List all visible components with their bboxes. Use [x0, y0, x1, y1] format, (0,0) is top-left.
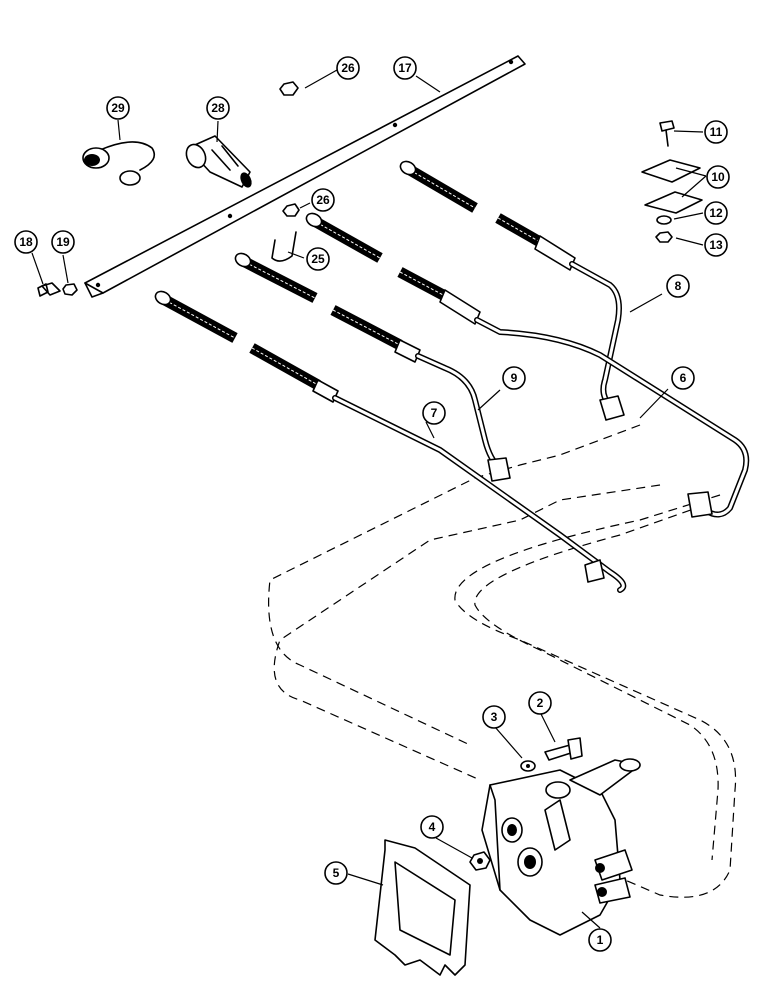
hose-set: [154, 160, 576, 403]
svg-text:26: 26: [316, 193, 330, 207]
steel-tubes: [332, 261, 750, 593]
callout-13: 13: [704, 233, 728, 257]
nut-part-26-mid: [282, 203, 300, 217]
callout-3: 3: [482, 705, 506, 729]
callout-5: 5: [324, 861, 348, 885]
svg-text:19: 19: [56, 235, 70, 249]
svg-text:17: 17: [398, 61, 412, 75]
bolt-part-2: [544, 737, 583, 761]
callout-10: 10: [706, 165, 730, 189]
bolt-part-18: [37, 282, 61, 297]
nut-part-4: [469, 851, 491, 871]
callout-28: 28: [206, 96, 230, 120]
svg-text:29: 29: [111, 101, 125, 115]
washer-part-3: [520, 760, 536, 772]
callout-6: 6: [671, 366, 695, 390]
clamp-part-10: [641, 159, 703, 214]
leader-lines: [31, 69, 707, 929]
svg-text:1: 1: [597, 933, 604, 947]
callout-18: 18: [14, 230, 38, 254]
svg-text:18: 18: [19, 235, 33, 249]
callout-4: 4: [420, 815, 444, 839]
svg-text:9: 9: [511, 371, 518, 385]
callout-11: 11: [704, 120, 728, 144]
callout-8: 8: [666, 274, 690, 298]
callout-29: 29: [106, 96, 130, 120]
svg-text:7: 7: [431, 406, 438, 420]
dust-cap-part-29: [82, 141, 156, 186]
washer-part-12: [656, 215, 672, 225]
svg-text:4: 4: [429, 820, 436, 834]
svg-text:13: 13: [709, 238, 723, 252]
coupler-part-28: [185, 135, 252, 188]
svg-text:8: 8: [675, 279, 682, 293]
svg-text:25: 25: [311, 252, 325, 266]
svg-text:6: 6: [680, 371, 687, 385]
u-bolt-part-25: [271, 231, 297, 262]
control-valve-part-1: [481, 758, 641, 936]
svg-text:28: 28: [211, 101, 225, 115]
callout-17: 17: [393, 56, 417, 80]
svg-text:12: 12: [709, 206, 723, 220]
svg-text:5: 5: [333, 866, 340, 880]
callout-12: 12: [704, 201, 728, 225]
callout-26-top: 26: [336, 56, 360, 80]
callout-19: 19: [51, 230, 75, 254]
nut-part-26-top: [279, 81, 299, 96]
svg-text:10: 10: [711, 170, 725, 184]
svg-text:2: 2: [537, 696, 544, 710]
callout-9: 9: [502, 366, 526, 390]
gasket-part-5: [374, 839, 471, 976]
callout-1: 1: [588, 928, 612, 952]
nut-part-19: [62, 283, 78, 296]
angle-bar-part-17: [84, 55, 526, 298]
callout-25: 25: [306, 247, 330, 271]
callout-2: 2: [528, 691, 552, 715]
nut-part-13: [655, 231, 673, 243]
bolt-part-11: [659, 120, 675, 147]
svg-text:3: 3: [491, 710, 498, 724]
svg-text:26: 26: [341, 61, 355, 75]
callout-7: 7: [422, 401, 446, 425]
callout-26-mid: 26: [311, 188, 335, 212]
svg-text:11: 11: [710, 125, 723, 139]
